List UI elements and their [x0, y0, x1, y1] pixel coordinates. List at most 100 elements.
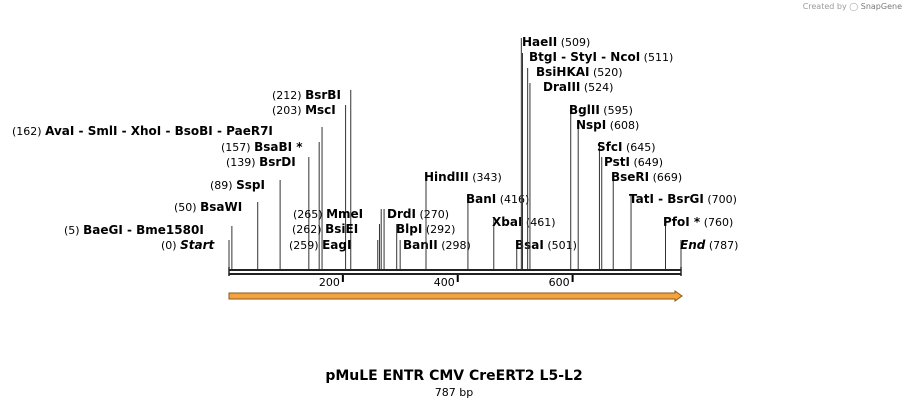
site-label[interactable]: (50) BsaWI: [174, 200, 242, 214]
svg-text:DrdI (270): DrdI (270): [387, 207, 449, 221]
site-label[interactable]: BsaI (501): [515, 238, 577, 252]
site-label[interactable]: BlpI (292): [396, 222, 455, 236]
feature-arrow[interactable]: [228, 290, 683, 302]
site-position: (416): [500, 193, 530, 206]
site-label[interactable]: (0) Start: [161, 238, 215, 252]
enzyme-name: StyI: [570, 50, 597, 64]
site-position: (608): [610, 119, 640, 132]
site-position: (89): [210, 179, 233, 192]
site-label[interactable]: PstI (649): [604, 155, 663, 169]
svg-text:DraIII (524): DraIII (524): [543, 80, 613, 94]
svg-text:(89) SspI: (89) SspI: [210, 178, 265, 192]
site-label[interactable]: (157) BsaBI *: [221, 140, 303, 154]
credit-prefix: Created by: [802, 2, 847, 11]
svg-text:PstI (649): PstI (649): [604, 155, 663, 169]
site-label[interactable]: BanI (416): [466, 192, 529, 206]
site-position: (259): [289, 239, 319, 252]
enzyme-name: BglII: [569, 103, 600, 117]
site-label[interactable]: (203) MscI: [272, 103, 336, 117]
site-position: (157): [221, 141, 251, 154]
enzyme-name: BanI: [466, 192, 496, 206]
ruler-tick-label: 600: [549, 276, 570, 289]
svg-text:(0) Start: (0) Start: [161, 238, 215, 252]
site-label[interactable]: DraIII (524): [543, 80, 613, 94]
site-position: (0): [161, 239, 177, 252]
site-label[interactable]: SfcI (645): [597, 140, 656, 154]
site-label[interactable]: BanII (298): [403, 238, 471, 252]
site-label[interactable]: PfoI * (760): [663, 215, 733, 229]
site-label[interactable]: HindIII (343): [424, 170, 502, 184]
enzyme-name: BseRI: [611, 170, 649, 184]
enzyme-name: End: [680, 238, 706, 252]
site-position: (649): [633, 156, 663, 169]
svg-text:SfcI (645): SfcI (645): [597, 140, 656, 154]
site-position: (203): [272, 104, 302, 117]
enzyme-name: BsaWI: [200, 200, 242, 214]
site-position: (595): [603, 104, 633, 117]
site-label[interactable]: NspI (608): [576, 118, 639, 132]
svg-text:End (787): End (787): [680, 238, 738, 252]
svg-text:BseRI (669): BseRI (669): [611, 170, 682, 184]
site-position: (645): [626, 141, 656, 154]
site-label[interactable]: (259) EagI: [289, 238, 351, 252]
svg-text:HaeII (509): HaeII (509): [522, 35, 590, 49]
svg-text:BsiHKAI (520): BsiHKAI (520): [536, 65, 623, 79]
site-position: (265): [293, 208, 323, 221]
enzyme-name: TatI: [629, 192, 654, 206]
site-position: (461): [526, 216, 556, 229]
enzyme-name: DraIII: [543, 80, 580, 94]
site-label[interactable]: BglII (595): [569, 103, 633, 117]
enzyme-name: BsiHKAI: [536, 65, 590, 79]
enzyme-name: PfoI *: [663, 215, 701, 229]
site-position: (50): [174, 201, 197, 214]
site-position: (509): [561, 36, 591, 49]
site-position: (212): [272, 89, 302, 102]
enzyme-name: BsaI: [515, 238, 544, 252]
site-label[interactable]: (89) SspI: [210, 178, 265, 192]
site-label[interactable]: BsiHKAI (520): [536, 65, 623, 79]
credit-brand: SnapGene: [860, 2, 902, 11]
enzyme-name: SmlI: [88, 124, 118, 138]
site-label[interactable]: (212) BsrBI: [272, 88, 341, 102]
site-position: (262): [292, 223, 322, 236]
construct-title: pMuLE ENTR CMV CreERT2 L5-L2: [325, 368, 583, 384]
svg-text:(157) BsaBI *: (157) BsaBI *: [221, 140, 303, 154]
site-position: (760): [704, 216, 734, 229]
site-label[interactable]: BseRI (669): [611, 170, 682, 184]
enzyme-name: BsiEI: [325, 222, 358, 236]
enzyme-name: PstI: [604, 155, 630, 169]
site-label[interactable]: (162) AvaI - SmlI - XhoI - BsoBI - PaeR7…: [12, 124, 273, 138]
site-position: (139): [226, 156, 256, 169]
enzyme-name: PaeR7I: [226, 124, 273, 138]
ruler-tick-label: 200: [319, 276, 340, 289]
svg-text:(50) BsaWI: (50) BsaWI: [174, 200, 242, 214]
site-label[interactable]: (265) MmeI: [293, 207, 363, 221]
svg-text:(265) MmeI: (265) MmeI: [293, 207, 363, 221]
svg-text:BglII (595): BglII (595): [569, 103, 633, 117]
svg-text:(212) BsrBI: (212) BsrBI: [272, 88, 341, 102]
enzyme-name: XhoI: [131, 124, 162, 138]
site-position: (5): [64, 224, 80, 237]
site-label[interactable]: End (787): [680, 238, 738, 252]
site-position: (520): [593, 66, 623, 79]
enzyme-name: HaeII: [522, 35, 557, 49]
site-label[interactable]: BtgI - StyI - NcoI (511): [529, 50, 673, 64]
site-label[interactable]: (139) BsrDI: [226, 155, 296, 169]
site-label[interactable]: DrdI (270): [387, 207, 449, 221]
site-label[interactable]: (5) BaeGI - Bme1580I: [64, 223, 204, 237]
svg-text:BanI (416): BanI (416): [466, 192, 529, 206]
enzyme-name: BsrDI: [259, 155, 296, 169]
enzyme-name: XbaI: [492, 215, 522, 229]
site-label[interactable]: TatI - BsrGI (700): [629, 192, 737, 206]
site-label[interactable]: (262) BsiEI: [292, 222, 358, 236]
enzyme-name: BaeGI: [83, 223, 123, 237]
enzyme-name: BanII: [403, 238, 438, 252]
svg-text:BtgI - StyI - NcoI (511: BtgI - StyI - NcoI (511): [529, 50, 673, 64]
svg-text:TatI - BsrGI (700): TatI - BsrGI (700): [629, 192, 737, 206]
svg-text:(259) EagI: (259) EagI: [289, 238, 351, 252]
enzyme-name: HindIII: [424, 170, 469, 184]
enzyme-name: AvaI: [45, 124, 74, 138]
svg-text:PfoI * (760): PfoI * (760): [663, 215, 733, 229]
site-label[interactable]: HaeII (509): [522, 35, 590, 49]
site-label[interactable]: XbaI (461): [492, 215, 556, 229]
